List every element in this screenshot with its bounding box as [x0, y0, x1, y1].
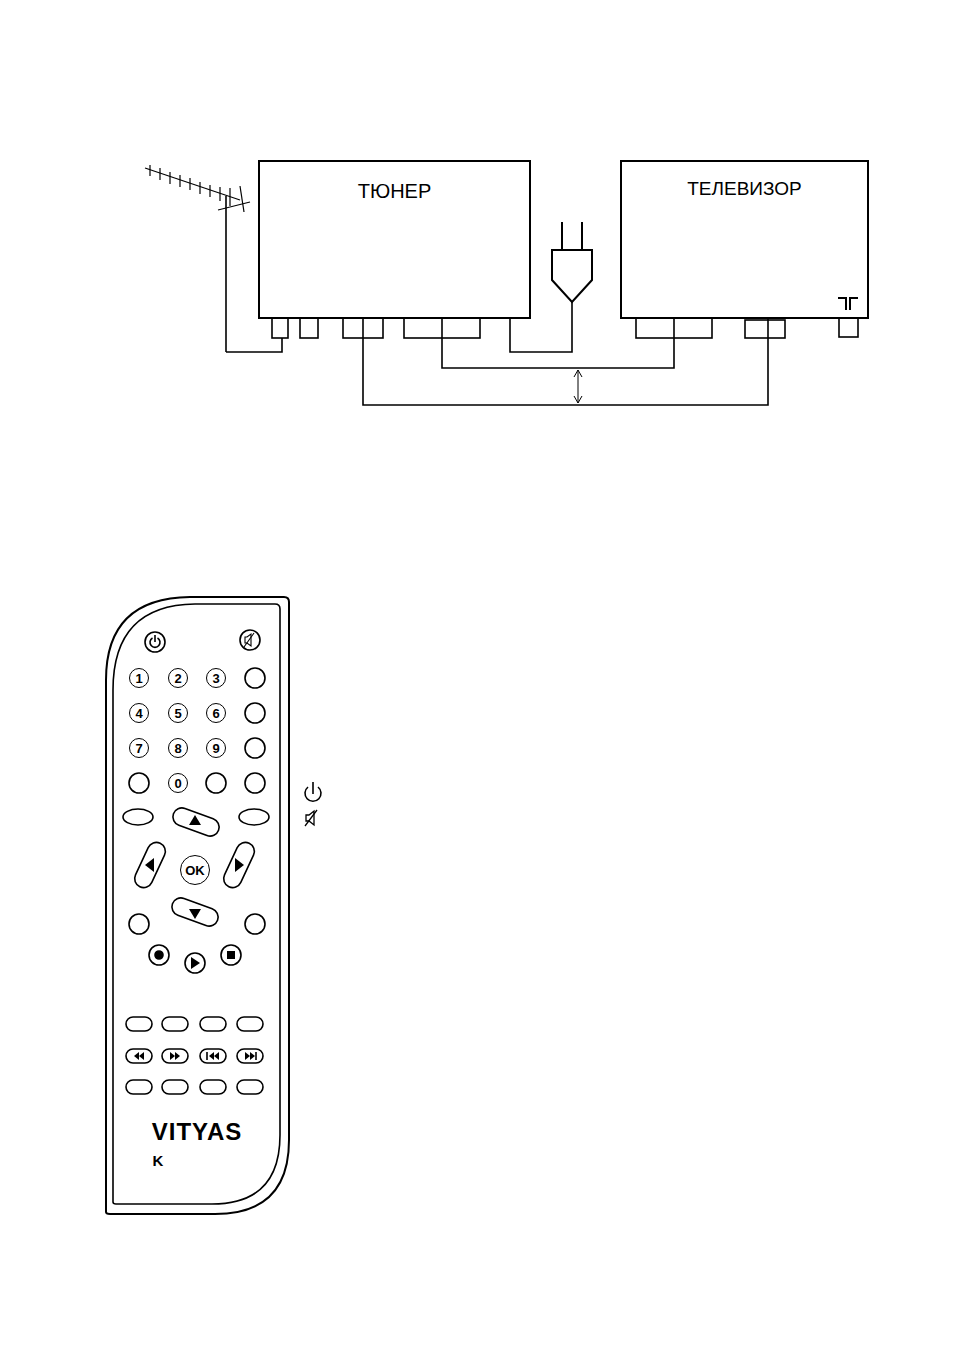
model-letter: K	[153, 1152, 164, 1169]
remote-button: 1	[129, 668, 149, 688]
port	[745, 320, 785, 338]
tuner-box: ТЮНЕР	[258, 160, 531, 319]
box-title: ТЮНЕР	[358, 180, 432, 203]
button-label: OK	[185, 864, 205, 877]
button-label: 0	[174, 777, 181, 790]
button-label: 5	[174, 707, 181, 720]
remote-button: OK	[180, 855, 210, 885]
cable	[442, 319, 674, 368]
box-title: ТЕЛЕВИЗОР	[687, 178, 801, 200]
remote-button: 5	[168, 703, 188, 723]
power-cable	[510, 302, 572, 352]
antenna-cable	[226, 338, 282, 352]
button-label: 6	[212, 707, 219, 720]
port	[300, 318, 318, 338]
remote-button: 4	[129, 703, 149, 723]
double-arrow	[574, 370, 582, 403]
button-label: 9	[212, 742, 219, 755]
remote-button: 0	[168, 773, 188, 793]
button-label: 4	[135, 707, 142, 720]
remote-button: 3	[206, 668, 226, 688]
remote-button: 2	[168, 668, 188, 688]
remote-button: 8	[168, 738, 188, 758]
tv-box: ТЕЛЕВИЗОР	[620, 160, 869, 319]
remote-button: 7	[129, 738, 149, 758]
port	[272, 318, 288, 338]
plug	[552, 222, 592, 302]
antenna-symbol	[838, 298, 858, 310]
button-label: 2	[174, 672, 181, 685]
button-label: 3	[212, 672, 219, 685]
power-symbol	[305, 782, 321, 801]
port	[839, 318, 858, 337]
remote-button: 9	[206, 738, 226, 758]
button-label: 8	[174, 742, 181, 755]
button-label: 1	[135, 672, 142, 685]
brand-name: VITYAS	[152, 1118, 242, 1146]
remote-control: VITYAS K 1 2 3 4 5 6 7 8 9 0OK	[105, 596, 291, 1217]
remote-button: 6	[206, 703, 226, 723]
mute-symbol	[305, 810, 317, 826]
antenna	[145, 165, 250, 352]
cable	[363, 319, 768, 405]
button-label: 7	[135, 742, 142, 755]
